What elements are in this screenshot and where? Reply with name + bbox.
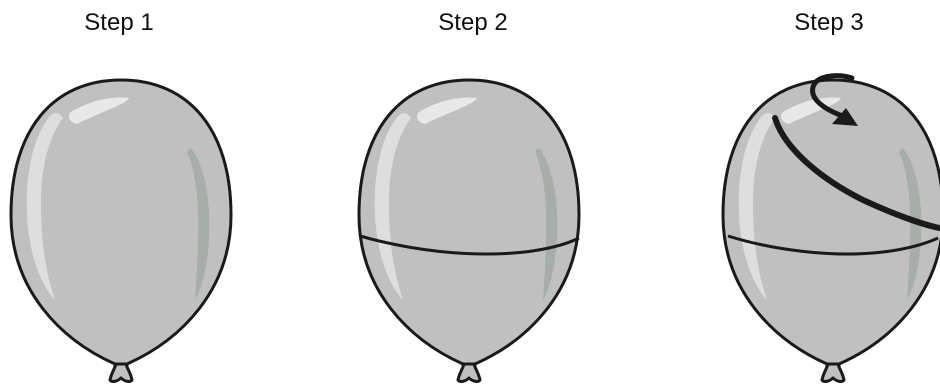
balloon-2-icon bbox=[359, 80, 579, 381]
balloon-1-icon bbox=[11, 80, 231, 381]
balloon-3-icon bbox=[723, 80, 940, 381]
